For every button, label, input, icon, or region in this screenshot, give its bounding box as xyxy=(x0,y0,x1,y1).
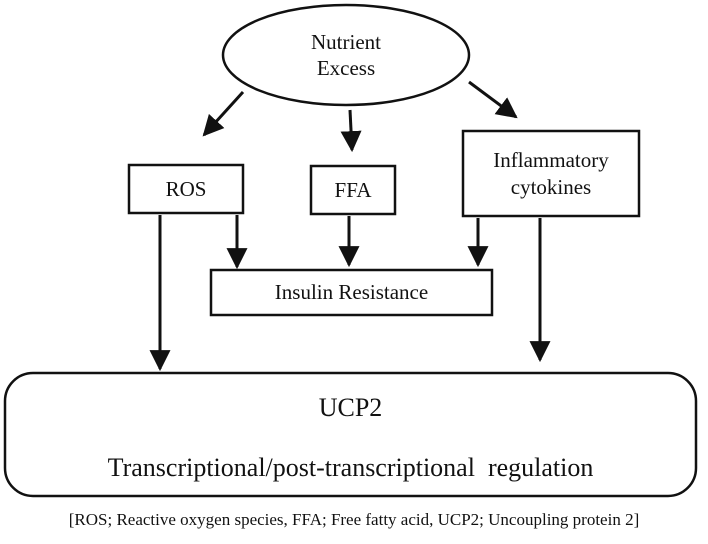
ffa-label: FFA xyxy=(334,177,372,202)
arrow-nutrient-to-cytokines xyxy=(468,80,518,119)
inflammatory-cytokines-box xyxy=(461,129,641,218)
arrow-nutrient-to-ros xyxy=(202,90,245,137)
arrow-nutrient-to-ffa xyxy=(340,109,362,153)
ucp2-regulation-label: Transcriptional/post-transcriptional reg… xyxy=(107,452,594,482)
ucp2-title: UCP2 xyxy=(318,392,383,422)
nutrient-excess-ellipse xyxy=(221,3,471,107)
ucp2-box xyxy=(3,371,698,498)
ros-label: ROS xyxy=(165,176,207,201)
insulin-resistance-label: Insulin Resistance xyxy=(274,280,429,305)
figure-caption: [ROS; Reactive oxygen species, FFA; Free… xyxy=(68,510,640,529)
ffa-box xyxy=(309,164,397,216)
insulin-resistance-box xyxy=(209,268,494,317)
ros-box xyxy=(127,163,245,215)
nutrient-excess-label: Nutrient Excess xyxy=(311,29,381,80)
inflammatory-cytokines-label: Inflammatory cytokines xyxy=(493,148,609,199)
